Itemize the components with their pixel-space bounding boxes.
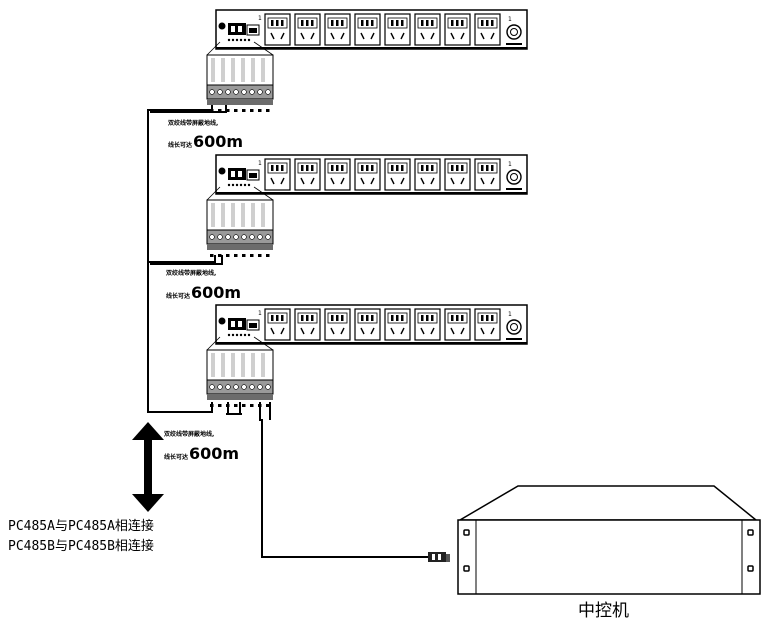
power-outlet-icon — [264, 158, 291, 191]
svg-text:1: 1 — [258, 160, 262, 167]
rack-hole — [747, 529, 754, 536]
bus-line-2 — [150, 105, 227, 113]
segment-note-1: 双绞线带屏蔽地线, 线长可达600m — [168, 119, 243, 151]
note-length-prefix: 线长可达 — [166, 292, 190, 300]
connection-note-a: PC485A与PC485A相连接 — [8, 518, 154, 534]
circuit-breaker-icon: 1 — [506, 161, 522, 190]
power-outlet-icon — [324, 158, 351, 191]
bus-line-3 — [147, 262, 213, 413]
double-arrow-icon — [132, 422, 164, 512]
rack-hole — [747, 565, 754, 572]
note-shielded-line: 双绞线带屏蔽地线, — [166, 269, 216, 277]
svg-text:1: 1 — [258, 310, 262, 317]
note-shielded-line: 双绞线带屏蔽地线, — [164, 430, 214, 438]
svg-text:1: 1 — [508, 311, 512, 318]
svg-text:线长可达600m: 线长可达600m — [168, 132, 243, 151]
rack-hole — [463, 565, 470, 572]
note-length-prefix: 线长可达 — [164, 453, 188, 461]
note-length-prefix: 线长可达 — [168, 141, 192, 149]
power-outlet-icon — [354, 13, 381, 46]
power-outlet-icon — [474, 308, 501, 341]
note-length-value: 600m — [191, 283, 241, 302]
control-module-icon: 1 — [218, 160, 262, 187]
bus-line-1 — [147, 105, 216, 263]
svg-text:1: 1 — [258, 15, 262, 22]
terminal-block-callout — [206, 186, 274, 257]
rack-hole — [463, 529, 470, 536]
cable-plug-icon — [428, 552, 450, 562]
controller-cable — [259, 402, 428, 558]
controller-device — [457, 485, 761, 595]
terminal-block-callout — [206, 336, 274, 407]
power-outlet-icon — [474, 13, 501, 46]
power-outlet-icon — [444, 13, 471, 46]
svg-text:1: 1 — [508, 16, 512, 23]
segment-note-3: 双绞线带屏蔽地线, 线长可达600m — [164, 430, 239, 463]
svg-text:线长可达600m: 线长可达600m — [166, 283, 241, 302]
power-outlet-icon — [384, 158, 411, 191]
power-outlet-icon — [294, 158, 321, 191]
bus-line-4 — [150, 255, 223, 265]
note-shielded-line: 双绞线带屏蔽地线, — [168, 119, 218, 127]
power-outlet-icon — [264, 308, 291, 341]
bus-wiring — [147, 105, 428, 558]
power-outlet-icon — [444, 158, 471, 191]
segment-note-2: 双绞线带屏蔽地线, 线长可达600m — [166, 269, 241, 302]
svg-text:1: 1 — [508, 161, 512, 168]
note-length-value: 600m — [193, 132, 243, 151]
power-outlet-icon — [324, 308, 351, 341]
power-outlet-icon — [264, 13, 291, 46]
controller-top — [457, 485, 759, 521]
controller-label: 中控机 — [578, 601, 629, 621]
power-outlet-icon — [414, 13, 441, 46]
control-module-icon: 1 — [218, 310, 262, 337]
power-outlet-icon — [384, 13, 411, 46]
power-outlet-icon — [354, 308, 381, 341]
note-length-value: 600m — [189, 444, 239, 463]
power-outlet-icon — [384, 308, 411, 341]
controller-front-panel — [457, 519, 761, 595]
power-outlet-icon — [444, 308, 471, 341]
control-module-icon: 1 — [218, 15, 262, 42]
circuit-breaker-icon: 1 — [506, 311, 522, 340]
power-outlet-icon — [294, 308, 321, 341]
circuit-breaker-icon: 1 — [506, 16, 522, 45]
svg-text:线长可达600m: 线长可达600m — [164, 444, 239, 463]
power-outlet-icon — [474, 158, 501, 191]
power-outlet-icon — [414, 158, 441, 191]
power-outlet-icon — [354, 158, 381, 191]
power-outlet-icon — [324, 13, 351, 46]
power-outlet-icon — [294, 13, 321, 46]
power-outlet-icon — [414, 308, 441, 341]
connection-note-b: PC485B与PC485B相连接 — [8, 538, 154, 554]
terminal-block-callout — [206, 41, 274, 112]
